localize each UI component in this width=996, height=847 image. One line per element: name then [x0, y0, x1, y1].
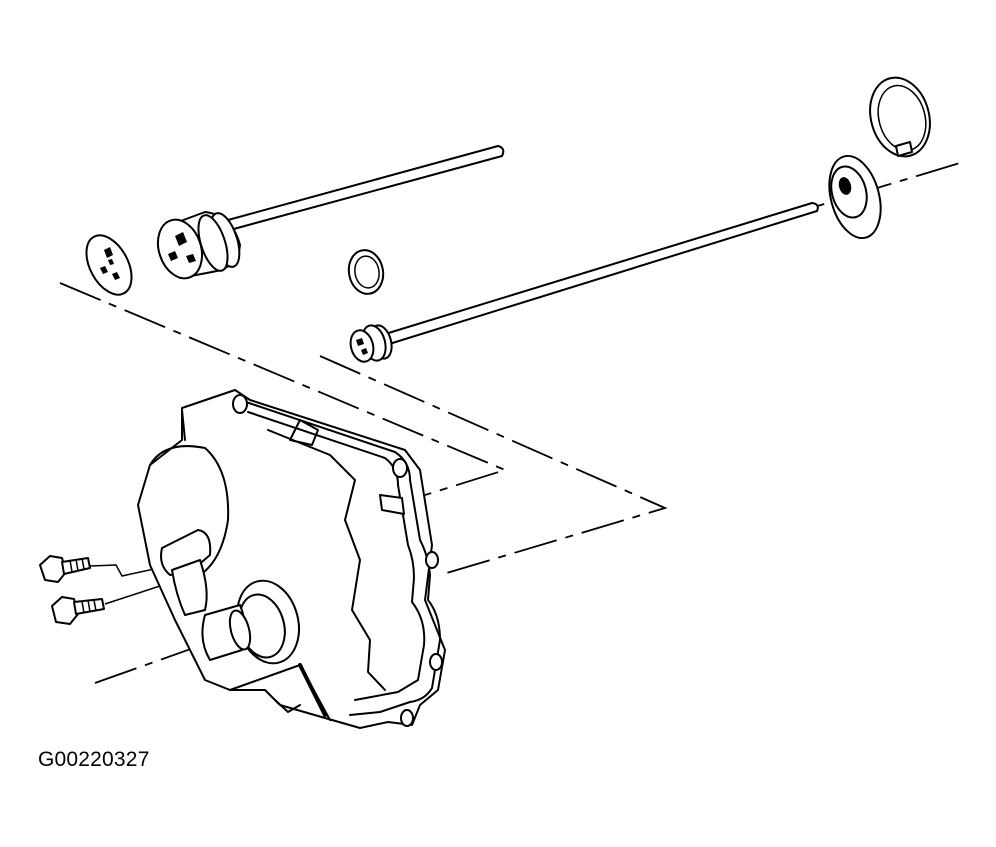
o-ring: [347, 249, 385, 295]
bolt-lower: [51, 596, 105, 625]
transaxle-case: [137, 389, 446, 729]
snap-ring: [869, 76, 931, 158]
lower-servo-piston: [349, 324, 393, 363]
lower-servo-rod: [381, 202, 819, 346]
upper-servo-cover: [85, 234, 133, 296]
figure-id-label: G00220327: [38, 748, 150, 771]
upper-servo-piston: [156, 211, 241, 280]
bolt-upper: [39, 555, 91, 583]
upper-servo-rod: [227, 145, 505, 231]
lower-servo-cover: [828, 154, 882, 240]
